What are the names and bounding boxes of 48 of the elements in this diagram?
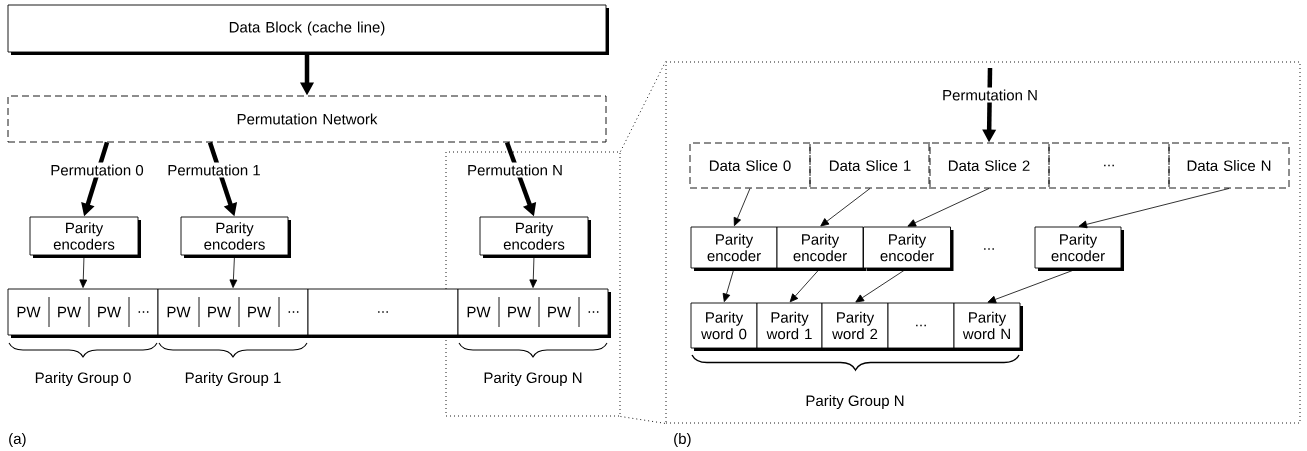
word-box: ... <box>887 302 957 351</box>
zoom-line <box>620 61 666 152</box>
group-label: Parity Group 1 <box>185 372 281 386</box>
group-label: Parity Group 0 <box>35 372 131 386</box>
arrow <box>229 255 238 288</box>
arrow <box>987 268 1079 304</box>
zoom-frame <box>665 61 1301 424</box>
encoder-box: Parity encoder <box>776 226 866 271</box>
encoder-box: Parity encoder <box>1034 226 1124 271</box>
arrow <box>529 255 538 288</box>
zoom-line <box>620 416 666 424</box>
arrow <box>1078 188 1230 229</box>
group-label: Parity Group N <box>484 372 582 386</box>
panel-label: (a) <box>9 433 26 447</box>
ellipsis-label: ... <box>984 248 994 250</box>
encoder-box: Parity encoders <box>479 216 591 258</box>
arrow <box>789 268 821 303</box>
slice-box: Data Slice 1 <box>809 142 931 189</box>
group-label: Parity Group N <box>806 395 904 409</box>
encoder-box: Parity encoder <box>863 226 954 271</box>
word-row-box: PW PW PW ... <box>157 288 311 338</box>
arrow <box>907 188 990 227</box>
network-box: Permutation Network <box>7 95 607 143</box>
edge-label: Permutation 1 <box>165 162 263 178</box>
slice-box: ... <box>1048 142 1170 189</box>
edge-label: Permutation N <box>465 162 565 178</box>
word-box: Parity word 0 <box>690 302 760 351</box>
arrow <box>79 255 88 288</box>
zoom-frame <box>445 151 621 417</box>
encoder-box: Parity encoders <box>29 216 141 258</box>
arrow <box>820 188 871 227</box>
word-box: Parity word 1 <box>756 302 825 351</box>
arrow <box>722 268 735 302</box>
slice-box: Data Slice N <box>1168 142 1290 189</box>
data-block-box: Data Block (cache line) <box>7 4 609 55</box>
encoder-box: Parity encoder <box>690 226 780 271</box>
word-row-box: ... <box>307 288 461 338</box>
word-row-box: PW PW PW ... <box>7 288 161 338</box>
slice-box: Data Slice 2 <box>928 142 1050 189</box>
slice-box: Data Slice 0 <box>689 142 811 189</box>
edge-label: Permutation 0 <box>48 162 146 178</box>
word-box: Parity word N <box>953 302 1023 351</box>
panel-label: (b) <box>674 433 691 447</box>
edge-label: Permutation N <box>940 87 1040 103</box>
word-row-box: PW PW PW ... <box>457 288 611 338</box>
encoder-box: Parity encoders <box>180 216 291 258</box>
arrow <box>733 188 751 227</box>
word-box: Parity word 2 <box>821 302 891 351</box>
